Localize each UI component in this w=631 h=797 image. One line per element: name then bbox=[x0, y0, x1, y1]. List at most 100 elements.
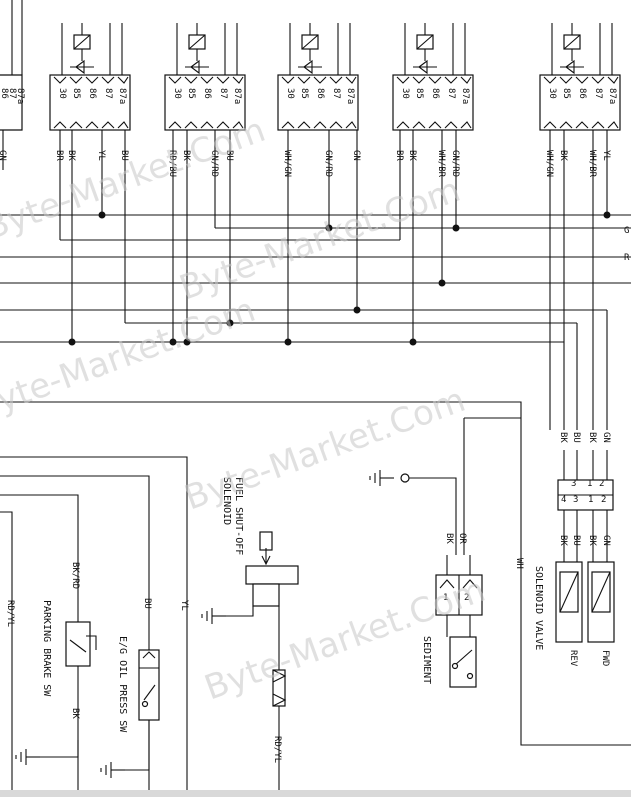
relay-1-pin-85: 85 bbox=[71, 88, 81, 99]
fuel-shutoff-line1: FUEL SHUT-OFF bbox=[233, 477, 244, 555]
relay-r2 bbox=[164, 22, 246, 131]
relay-1-pin-87a: 87a bbox=[117, 88, 127, 104]
bus-label-r: R bbox=[624, 253, 630, 263]
sv-bottom-wire-1: BU bbox=[571, 535, 581, 546]
relay-2-pin-87a: 87a bbox=[232, 88, 242, 104]
footer-band bbox=[0, 790, 631, 797]
relay-r1 bbox=[49, 22, 131, 131]
relay-r5-wire-2: WH/BR bbox=[587, 150, 597, 178]
left-wires: YL RD/YL bbox=[0, 456, 189, 797]
fuel-shutoff-line2: SOLENOID bbox=[221, 477, 232, 525]
relay-r5-wire-0: WH/GN bbox=[544, 150, 554, 177]
relay-r5-wire-1: BK bbox=[558, 150, 568, 161]
sv-top-wire-0: BK bbox=[558, 432, 568, 443]
relay-r1-wire-1: BR bbox=[54, 150, 64, 161]
relay-r2-wire-1: BK bbox=[181, 150, 191, 161]
sediment-pin-1: 1 bbox=[443, 593, 448, 603]
oil-press-label: E/G OIL PRESS SW bbox=[117, 636, 128, 733]
relay-5-pin-86: 86 bbox=[577, 88, 587, 99]
watermark: Byte-Market.Com Byte-Market.Com Byte-Mar… bbox=[0, 110, 491, 709]
bus-lines bbox=[0, 214, 631, 430]
sv-pin-3b: 3 bbox=[573, 495, 578, 505]
relay-r5-wire-3: YL bbox=[601, 150, 611, 161]
relay-2-pin-86: 86 bbox=[202, 88, 212, 99]
relay-r3-wire-2: GN bbox=[351, 150, 361, 161]
relay-4-pin-87a: 87a bbox=[460, 88, 470, 104]
sediment-wire-bk: BK bbox=[444, 533, 454, 544]
sv-pin-1b: 1 bbox=[588, 495, 593, 505]
relay-4-pin-30: 30 bbox=[400, 88, 410, 99]
relay-1-pin-87: 87 bbox=[103, 88, 113, 99]
relay-r2-wire-3: BU bbox=[224, 150, 234, 161]
relay-r4-wire-2: WH/BR bbox=[436, 150, 446, 178]
sv-top-wire-1: BU bbox=[571, 432, 581, 443]
relay-4-pin-86: 86 bbox=[430, 88, 440, 99]
relay-r3-wire-0: WH/GN bbox=[282, 150, 292, 177]
relay-5-pin-87a: 87a bbox=[607, 88, 617, 104]
relay-r2-wire-0: RD/BU bbox=[167, 150, 177, 177]
sv-bottom-wire-0: BK bbox=[558, 535, 568, 546]
relay-1-pin-30: 30 bbox=[57, 88, 67, 99]
relay-r4-wire-3: GN/RD bbox=[450, 150, 460, 177]
relay-0-pin-87a: 87a bbox=[15, 88, 25, 104]
relay-0-pin-86: 86 bbox=[0, 88, 9, 99]
relay-2-pin-85: 85 bbox=[186, 88, 196, 99]
relay-r1-wire-4: BU bbox=[119, 150, 129, 161]
relay-3-pin-85: 85 bbox=[299, 88, 309, 99]
sediment-pin-2: 2 bbox=[464, 593, 469, 603]
relay-r3-wire-1: GN/RD bbox=[323, 150, 333, 177]
solenoid-valve: 3 1 2 4 3 1 2 REV FWD SOLENOID VALVE bbox=[533, 450, 615, 667]
oil-wire-top: BU bbox=[142, 598, 152, 609]
relay-2-pin-87: 87 bbox=[218, 88, 228, 99]
sediment-sensor: 1 2 BK OR SEDIMENT bbox=[369, 417, 521, 688]
relay-2-pin-30: 30 bbox=[172, 88, 182, 99]
relay-r2-wire-2: GN/RD bbox=[209, 150, 219, 177]
relay-r1-wire-2: BK bbox=[66, 150, 76, 161]
oil-press-switch: BU E/G OIL PRESS SW bbox=[100, 598, 160, 779]
fuel-shutoff-wire: RD/YL bbox=[272, 736, 282, 763]
relay-3-pin-30: 30 bbox=[285, 88, 295, 99]
sv-pin-3: 3 bbox=[571, 479, 576, 489]
relay-r4-wire-1: BK bbox=[407, 150, 417, 161]
parking-brake-switch: BK/RD BK PARKING BRAKE SW bbox=[15, 562, 97, 766]
relay-pin-labels: 30 85 86 87 87a 30 85 86 87 87a 30 85 86 87 87a 30 85 86 8… bbox=[0, 88, 617, 104]
relay-1-pin-86: 86 bbox=[87, 88, 97, 99]
sv-pin-4: 4 bbox=[561, 495, 566, 505]
bus-label-g: G bbox=[624, 226, 629, 236]
watermark-text-3: Byte-Market.Com bbox=[179, 380, 470, 519]
relay-4-pin-87: 87 bbox=[446, 88, 456, 99]
relay-3-pin-86: 86 bbox=[315, 88, 325, 99]
sv-bottom-wire-3: GN bbox=[601, 535, 611, 546]
watermark-text-1: Byte-Market.Com bbox=[174, 170, 465, 309]
sediment-wire-or: OR bbox=[457, 533, 467, 544]
relay-5-pin-30: 30 bbox=[547, 88, 557, 99]
relay-wires bbox=[2, 130, 608, 342]
relay-r4 bbox=[392, 22, 474, 131]
sediment-label: SEDIMENT bbox=[421, 636, 432, 684]
relay-3-pin-87a: 87a bbox=[345, 88, 355, 104]
relay-3-pin-87: 87 bbox=[331, 88, 341, 99]
watermark-text-2: Byte-Market.Com bbox=[0, 290, 261, 429]
wire-wh: WH bbox=[514, 558, 524, 569]
fwd-label: FWD bbox=[600, 650, 610, 666]
wh-wire: WH bbox=[0, 401, 631, 746]
relay-r4-wire-0: BR bbox=[394, 150, 404, 161]
sv-bottom-wire-2: BK bbox=[587, 535, 597, 546]
wire-yl: YL bbox=[179, 600, 189, 611]
sv-pin-2b: 2 bbox=[601, 495, 606, 505]
pb-wire-top: BK/RD bbox=[70, 562, 80, 589]
sv-pin-1: 1 bbox=[587, 479, 592, 489]
sv-top-wire-2: BK bbox=[587, 432, 597, 443]
watermark-text-4: Byte-Market.Com bbox=[199, 570, 490, 709]
sv-pin-2: 2 bbox=[599, 479, 604, 489]
solenoid-valve-label: SOLENOID VALVE bbox=[533, 566, 544, 650]
relay-5-pin-85: 85 bbox=[561, 88, 571, 99]
relay-r0 bbox=[0, 0, 23, 131]
pb-wire-bottom: BK bbox=[70, 708, 80, 719]
relay-4-pin-85: 85 bbox=[414, 88, 424, 99]
relay-r5 bbox=[539, 22, 621, 131]
fuel-shutoff-solenoid: FUEL SHUT-OFF SOLENOID RD/YL bbox=[201, 477, 299, 797]
